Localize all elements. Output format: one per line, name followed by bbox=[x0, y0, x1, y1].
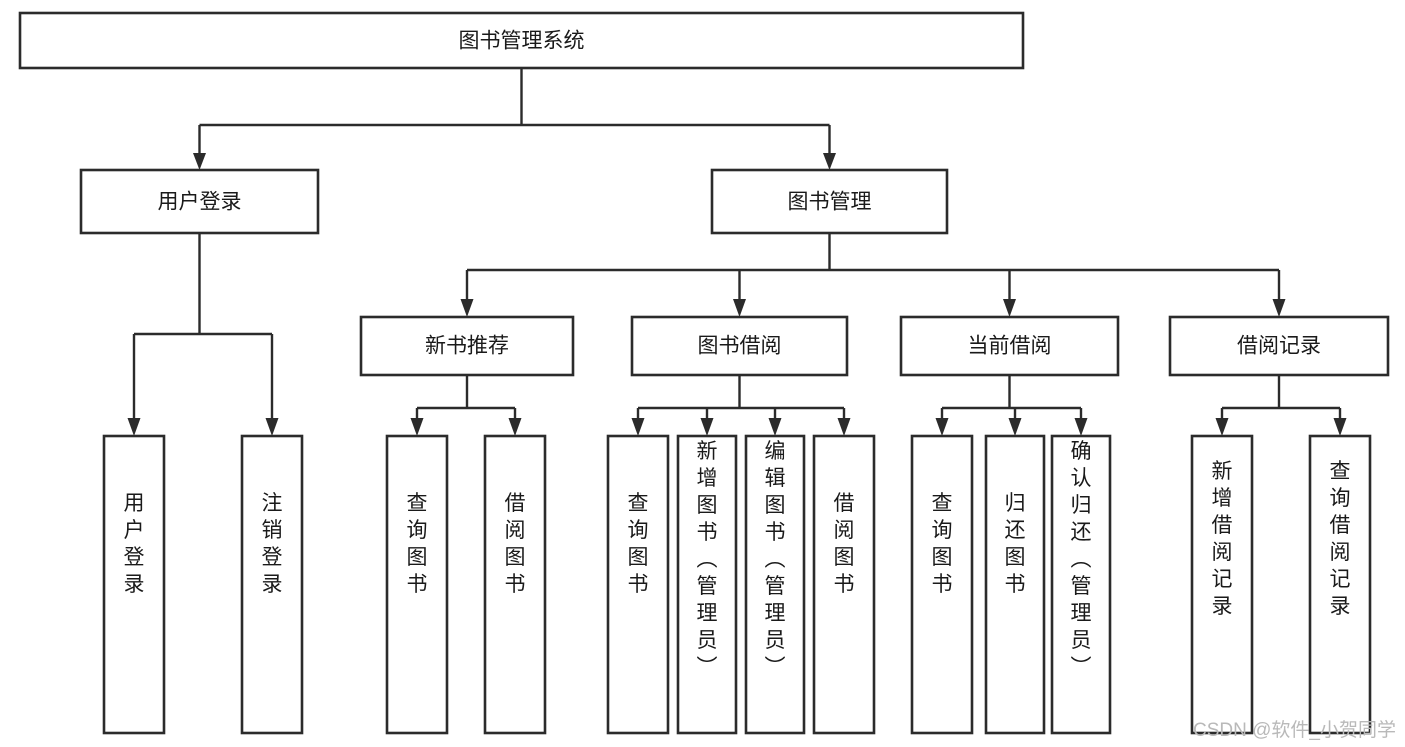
node-leaf-user-login-label: 用户登录 bbox=[124, 492, 145, 596]
arrowhead-leaf-query-book-current bbox=[935, 418, 949, 436]
node-leaf-logout-label: 注销登录 bbox=[262, 492, 283, 596]
arrowhead-leaf-user-login bbox=[127, 418, 141, 436]
node-book-borrow[interactable]: 图书借阅 bbox=[630, 315, 849, 377]
node-current-borrow[interactable]: 当前借阅 bbox=[899, 315, 1120, 377]
node-leaf-borrow-book-rec-box[interactable] bbox=[483, 434, 547, 735]
arrowhead-leaf-return-book bbox=[1008, 418, 1022, 436]
node-leaf-add-borrow-record-box[interactable] bbox=[1190, 434, 1254, 735]
node-leaf-add-book-box[interactable] bbox=[676, 434, 738, 735]
node-leaf-query-book-current-box[interactable] bbox=[910, 434, 974, 735]
node-leaf-add-book-label: 新增图书︵管理员︶ bbox=[697, 440, 718, 679]
node-leaf-query-book-rec-box[interactable] bbox=[385, 434, 449, 735]
node-leaf-edit-book-box[interactable] bbox=[744, 434, 806, 735]
arrowhead-user-login bbox=[193, 153, 206, 170]
node-leaf-confirm-return-box[interactable] bbox=[1050, 434, 1112, 735]
node-book-management-label: 图书管理 bbox=[788, 191, 872, 214]
node-book-management[interactable]: 图书管理 bbox=[710, 168, 949, 235]
arrowhead-new-book-recommend bbox=[460, 299, 474, 317]
node-current-borrow-box[interactable] bbox=[899, 315, 1120, 377]
node-borrow-record-box[interactable] bbox=[1168, 315, 1390, 377]
node-leaf-query-book-borrow[interactable]: 查询图书 bbox=[606, 434, 670, 735]
arrowhead-current-borrow bbox=[1003, 299, 1016, 317]
node-leaf-query-book-borrow-label: 查询图书 bbox=[628, 492, 649, 596]
node-user-login-box[interactable] bbox=[79, 168, 320, 235]
node-book-borrow-box[interactable] bbox=[630, 315, 849, 377]
arrowhead-leaf-add-borrow-record bbox=[1215, 418, 1229, 436]
node-leaf-borrow-book-rec[interactable]: 借阅图书 bbox=[483, 434, 547, 735]
node-leaf-query-borrow-record-box[interactable] bbox=[1308, 434, 1372, 735]
node-root[interactable]: 图书管理系统 bbox=[18, 11, 1025, 70]
csdn-watermark: CSDN @软件_小贺同学 bbox=[1193, 719, 1396, 741]
arrowhead-leaf-confirm-return bbox=[1074, 418, 1088, 436]
node-borrow-record-label: 借阅记录 bbox=[1237, 335, 1321, 358]
node-leaf-borrow-book-rec-label: 借阅图书 bbox=[505, 492, 526, 596]
node-leaf-confirm-return-label: 确认归还︵管理员︶ bbox=[1071, 440, 1092, 679]
node-leaf-edit-book[interactable]: 编辑图书︵管理员︶ bbox=[744, 434, 806, 735]
node-user-login[interactable]: 用户登录 bbox=[79, 168, 320, 235]
node-leaf-add-borrow-record-label: 新增借阅记录 bbox=[1212, 460, 1233, 618]
node-current-borrow-label: 当前借阅 bbox=[968, 335, 1052, 358]
arrowhead-book-borrow bbox=[733, 299, 746, 317]
node-leaf-add-book[interactable]: 新增图书︵管理员︶ bbox=[676, 434, 738, 735]
node-leaf-query-book-current-label: 查询图书 bbox=[932, 492, 953, 596]
node-leaf-borrow-book[interactable]: 借阅图书 bbox=[812, 434, 876, 735]
node-leaf-user-login-box[interactable] bbox=[102, 434, 166, 735]
node-leaf-return-book-box[interactable] bbox=[984, 434, 1046, 735]
node-borrow-record[interactable]: 借阅记录 bbox=[1168, 315, 1390, 377]
node-leaf-query-borrow-record-label: 查询借阅记录 bbox=[1330, 460, 1351, 618]
edges-layer bbox=[127, 68, 1347, 436]
node-leaf-return-book-label: 归还图书 bbox=[1005, 492, 1026, 596]
node-new-book-recommend-label: 新书推荐 bbox=[425, 335, 509, 358]
node-leaf-borrow-book-label: 借阅图书 bbox=[834, 492, 855, 596]
node-leaf-return-book[interactable]: 归还图书 bbox=[984, 434, 1046, 735]
node-leaf-edit-book-label: 编辑图书︵管理员︶ bbox=[765, 440, 786, 679]
node-leaf-confirm-return[interactable]: 确认归还︵管理员︶ bbox=[1050, 434, 1112, 735]
arrowhead-borrow-record bbox=[1272, 299, 1286, 317]
nodes-layer: 图书管理系统 用户登录 图书管理 新书推荐 图书借阅 bbox=[18, 11, 1390, 735]
node-leaf-query-book-rec-label: 查询图书 bbox=[407, 492, 428, 596]
node-leaf-query-borrow-record[interactable]: 查询借阅记录 bbox=[1308, 434, 1372, 735]
node-new-book-recommend-box[interactable] bbox=[359, 315, 575, 377]
node-leaf-logout-box[interactable] bbox=[240, 434, 304, 735]
node-user-login-label: 用户登录 bbox=[158, 191, 242, 214]
arrowhead-leaf-borrow-book-rec bbox=[508, 418, 522, 436]
node-leaf-query-book-borrow-box[interactable] bbox=[606, 434, 670, 735]
arrowhead-book-management bbox=[823, 153, 836, 170]
node-root-label: 图书管理系统 bbox=[459, 30, 585, 53]
node-book-management-box[interactable] bbox=[710, 168, 949, 235]
node-book-borrow-label: 图书借阅 bbox=[698, 335, 782, 358]
node-new-book-recommend[interactable]: 新书推荐 bbox=[359, 315, 575, 377]
node-leaf-query-book-current[interactable]: 查询图书 bbox=[910, 434, 974, 735]
node-leaf-add-borrow-record[interactable]: 新增借阅记录 bbox=[1190, 434, 1254, 735]
arrowhead-leaf-logout bbox=[265, 418, 279, 436]
arrowhead-leaf-query-book-rec bbox=[410, 418, 424, 436]
node-leaf-user-login[interactable]: 用户登录 bbox=[102, 434, 166, 735]
node-leaf-logout[interactable]: 注销登录 bbox=[240, 434, 304, 735]
arrowhead-leaf-query-book-borrow bbox=[631, 418, 645, 436]
arrowhead-leaf-add-book bbox=[700, 418, 714, 436]
node-leaf-query-book-rec[interactable]: 查询图书 bbox=[385, 434, 449, 735]
node-leaf-borrow-book-box[interactable] bbox=[812, 434, 876, 735]
node-root-box[interactable] bbox=[18, 11, 1025, 70]
arrowhead-leaf-query-borrow-record bbox=[1333, 418, 1347, 436]
arrowhead-leaf-borrow-book bbox=[837, 418, 851, 436]
arrowhead-leaf-edit-book bbox=[768, 418, 782, 436]
